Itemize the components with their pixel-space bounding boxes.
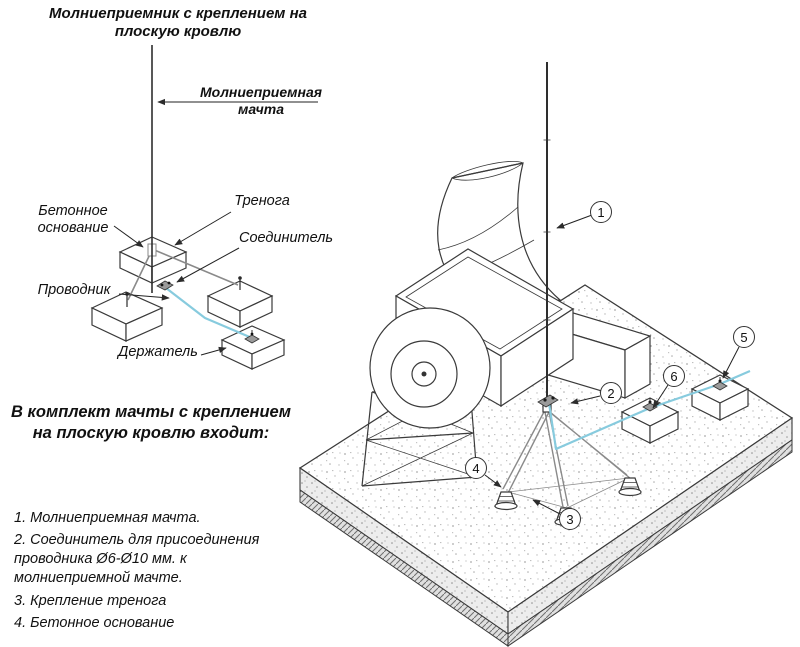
- mini-connector-icon: [156, 280, 174, 291]
- callout-5: 5: [733, 326, 755, 348]
- holder-block-6: [620, 397, 680, 444]
- label-tripod: Тренога: [234, 193, 290, 209]
- mast-joint-marks: [543, 139, 551, 321]
- kit-item: 2. Соединитель для присоединения проводн…: [14, 532, 260, 587]
- leader-arrows: [113, 98, 740, 515]
- fan-impeller: [369, 307, 491, 429]
- callout-2: 2: [600, 382, 622, 404]
- leader-tripod: [174, 211, 232, 246]
- callout-1: 1: [590, 201, 612, 223]
- leader-callout-6: [652, 384, 669, 409]
- mini-concrete-base: [206, 276, 274, 328]
- concrete-base-mount: [618, 477, 642, 497]
- kit-item: 3. Крепление тренога: [14, 592, 167, 609]
- label-conductor: Проводник: [37, 282, 111, 298]
- mast-connector-icon: [537, 394, 559, 408]
- kit-item: 4. Бетонное основание: [14, 614, 175, 631]
- page-title: Молниеприемник с креплением на плоскую к…: [49, 5, 307, 40]
- kit-heading: В комплект мачты с креплением на плоскую…: [11, 403, 291, 442]
- hvac-unit: [361, 161, 652, 487]
- mini-holder-block: [220, 325, 286, 370]
- kit-list: 1. Молниеприемная мачта. 2. Соединитель …: [14, 509, 306, 636]
- callout-3: 3: [559, 508, 581, 530]
- leader-callout-3: [532, 499, 561, 515]
- leader-callout-5: [722, 346, 740, 379]
- leader-callout-2: [570, 395, 601, 405]
- roof-base-right: [507, 439, 793, 647]
- concrete-base-mount: [494, 491, 518, 511]
- leader-conductor: [118, 293, 170, 301]
- leader-callout-1: [556, 214, 593, 229]
- leader-concrete-base: [113, 225, 144, 248]
- label-holder: Держатель: [118, 344, 198, 360]
- label-concrete-base: Бетонное основание: [37, 203, 109, 237]
- leader-callout-4: [484, 474, 502, 488]
- leader-holder: [200, 346, 227, 356]
- mini-concrete-base: [90, 291, 164, 342]
- leader-connector: [176, 247, 240, 283]
- mast-label: Молниеприемная мачта: [199, 84, 322, 117]
- callout-6: 6: [663, 365, 685, 387]
- mini-holder-icon: [244, 330, 260, 344]
- conductor-holder-icon: [712, 377, 728, 391]
- mini-conductor-wire: [165, 287, 253, 340]
- kit-item: 1. Молниеприемная мачта.: [14, 510, 201, 526]
- callout-4: 4: [465, 457, 487, 479]
- label-connector: Соединитель: [238, 230, 334, 246]
